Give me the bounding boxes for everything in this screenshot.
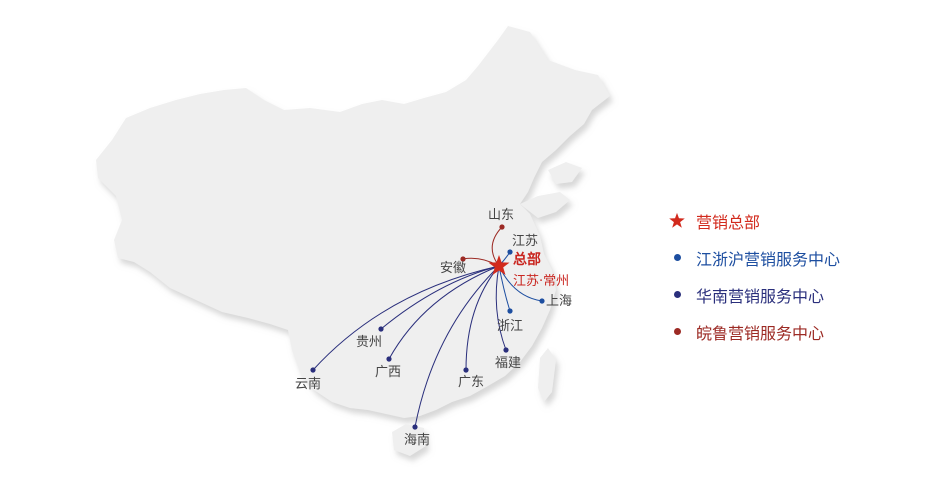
province-label: 云南	[295, 376, 321, 392]
province-label: 安徽	[440, 261, 466, 276]
hq-title: 总部	[513, 251, 541, 268]
province-dot	[503, 347, 509, 353]
star-icon	[488, 255, 510, 275]
province-dot	[507, 308, 513, 314]
province-dot	[507, 249, 513, 255]
province-label: 浙江	[497, 319, 523, 334]
province-dot	[310, 367, 316, 373]
legend-label: 江浙沪营销服务中心	[696, 249, 841, 269]
province-label: 江苏	[512, 233, 538, 249]
star-icon	[668, 212, 686, 230]
route-line	[388, 265, 500, 360]
province-label: 广西	[375, 365, 401, 380]
hq-subtitle: 江苏·常州	[513, 273, 569, 289]
province-dot	[499, 224, 505, 230]
route-line	[495, 265, 507, 351]
legend-item-south: 华南营销服务中心	[668, 276, 928, 313]
dot-icon	[668, 323, 686, 341]
province-dot	[378, 326, 384, 332]
province-label: 海南	[404, 432, 430, 448]
legend-item-hq: 营销总部	[668, 202, 928, 239]
province-dot	[386, 356, 392, 362]
legend-label: 皖鲁营销服务中心	[696, 323, 825, 343]
province-dot	[539, 298, 545, 304]
dot-icon	[668, 286, 686, 304]
hainan-shape	[392, 424, 426, 456]
province-dot	[412, 424, 418, 430]
land-mass	[96, 26, 610, 456]
legend-label: 华南营销服务中心	[696, 286, 825, 306]
province-label: 广东	[458, 375, 484, 390]
province-dot	[463, 367, 469, 373]
province-dots	[310, 224, 545, 430]
province-dot	[460, 256, 466, 262]
route-line	[414, 265, 500, 428]
legend-item-jzh: 江浙沪营销服务中心	[668, 239, 928, 276]
legend: 营销总部 江浙沪营销服务中心 华南营销服务中心 皖鲁营销服务中心	[668, 202, 928, 350]
route-lines	[312, 226, 543, 428]
dot-icon	[668, 249, 686, 267]
province-label: 上海	[546, 294, 572, 309]
legend-label: 营销总部	[696, 212, 761, 232]
route-line	[312, 265, 500, 371]
peninsula-shape	[520, 192, 570, 218]
route-line	[465, 265, 500, 371]
mainland-shape	[96, 26, 610, 418]
province-label: 福建	[495, 356, 521, 371]
route-line	[380, 265, 500, 330]
province-label: 山东	[488, 208, 514, 223]
hq-marker: 总部 江苏·常州	[488, 251, 569, 289]
province-label: 贵州	[356, 335, 382, 350]
taiwan-shape	[538, 348, 556, 402]
legend-item-anhui-shandong: 皖鲁营销服务中心	[668, 313, 928, 350]
liaodong-shape	[548, 162, 582, 184]
